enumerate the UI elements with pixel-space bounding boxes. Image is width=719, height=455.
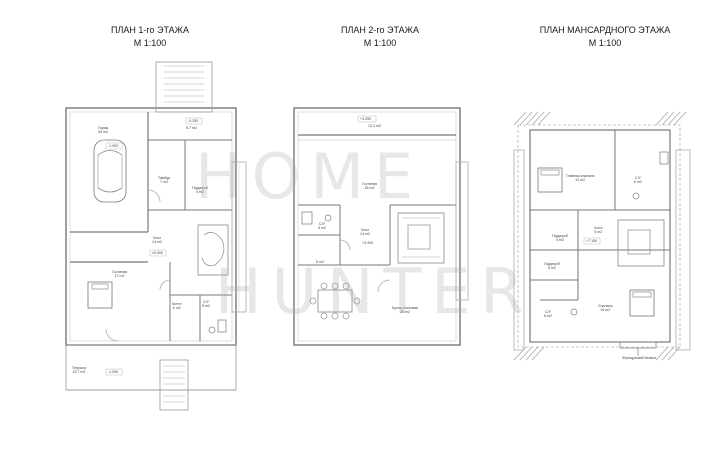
plan-scale-text: М 1:100 [588,38,622,48]
plan-scale-text: М 1:100 [133,38,167,48]
level-mark: +3.400 [362,241,374,245]
level-mark: -1.000 [108,144,119,148]
level-mark: -1.050 [108,370,119,374]
level-mark: -0.250 [188,119,199,123]
plan-title-text: ПЛАН 1-го ЭТАЖА [111,25,189,35]
watermark-line1: HOME [195,140,424,213]
attic-floor-plan [513,111,691,361]
plan-title-first-floor: ПЛАН 1-го ЭТАЖА М 1:100 [95,24,205,50]
level-mark: +3.250 [360,117,372,121]
first-floor-plan [65,61,247,411]
watermark-line2: HUNTER [215,255,534,328]
plan-title-text: ПЛАН МАНСАРДНОГО ЭТАЖА [539,25,671,35]
second-floor-plan [293,107,469,346]
room-label-balcony: 13.3 m2 [368,124,381,128]
room-label-storage: 5 m2 [316,260,324,264]
level-mark: ±0.000 [152,251,163,255]
plan-title-text: ПЛАН 2-го ЭТАЖА [341,25,419,35]
room-label-french-balcony: Французский балкон [622,356,657,360]
plan-title-attic-floor: ПЛАН МАНСАРДНОГО ЭТАЖА М 1:100 [530,24,680,50]
plan-title-second-floor: ПЛАН 2-го ЭТАЖА М 1:100 [330,24,430,50]
plan-scale-text: М 1:100 [363,38,397,48]
level-mark: +7.150 [586,239,598,243]
room-label-porch: 6.7 m2 [186,126,197,130]
